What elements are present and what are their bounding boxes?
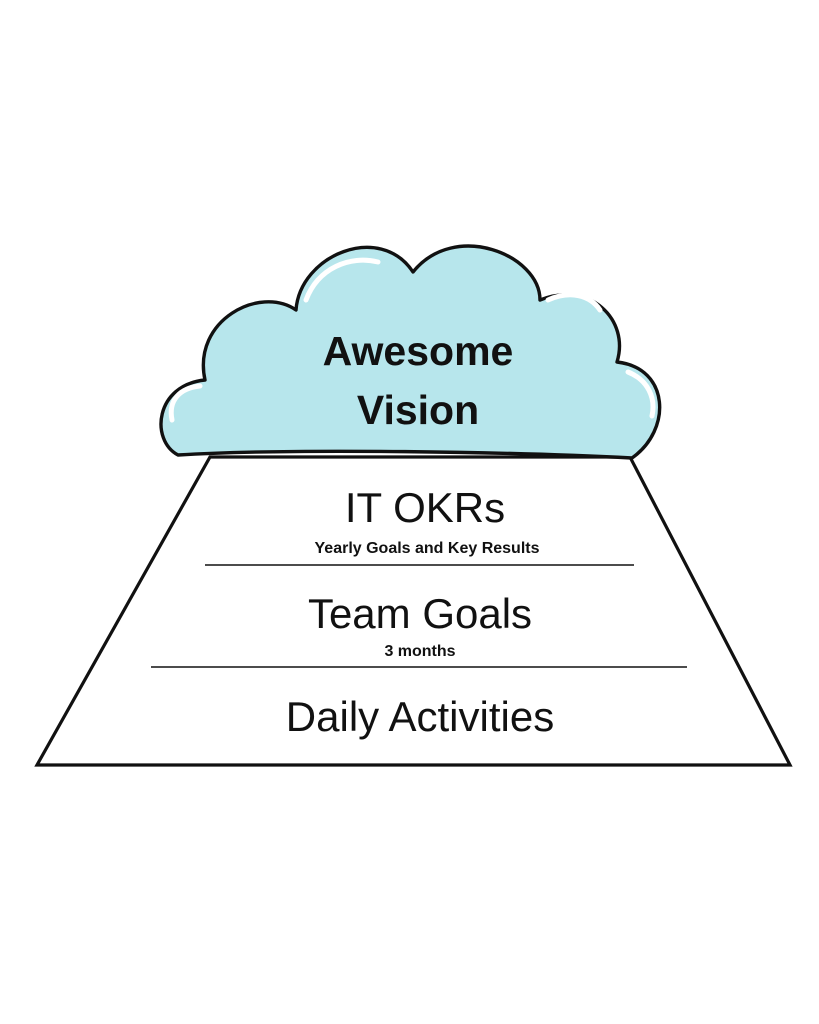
cloud-highlight-far-right — [625, 369, 656, 419]
cloud-highlight-left — [168, 383, 203, 423]
cloud-highlight-top — [303, 257, 381, 303]
vision-line-2: Vision — [357, 387, 479, 433]
tier-2-subtitle: 3 months — [384, 643, 455, 660]
pyramid-trapezoid — [34, 455, 793, 767]
vision-cloud — [159, 244, 662, 460]
cloud-highlight-right — [545, 292, 603, 313]
tier-1-title: IT OKRs — [345, 484, 505, 531]
tier-1-subtitle: Yearly Goals and Key Results — [315, 540, 540, 557]
vision-line-1: Awesome — [323, 328, 514, 374]
cloud-shape — [159, 244, 662, 460]
tier-2-title: Team Goals — [308, 590, 532, 637]
tier-3-title: Daily Activities — [286, 693, 554, 740]
